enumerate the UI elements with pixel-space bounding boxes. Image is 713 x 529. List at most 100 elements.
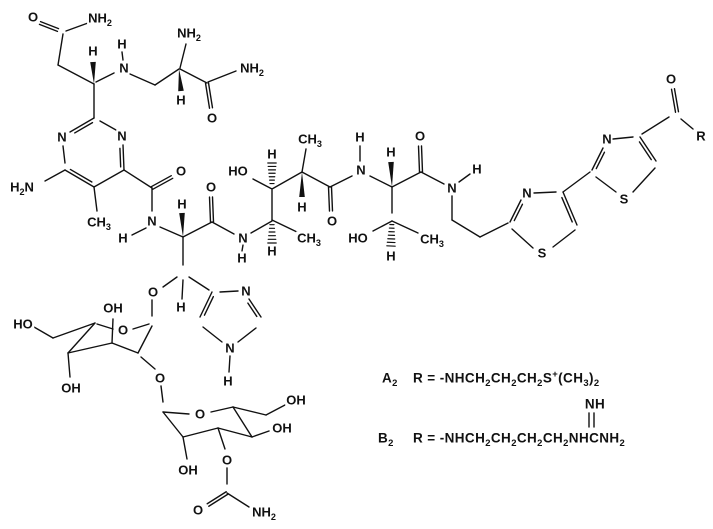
bond — [237, 327, 257, 343]
atom-label-n: N — [521, 185, 533, 201]
atom-label-h: H — [116, 36, 128, 52]
bond — [67, 352, 71, 378]
atom-label-o: O — [191, 502, 205, 518]
atom-label-ch3: CH3 — [296, 230, 322, 249]
atom-label-o: O — [413, 128, 427, 144]
bond — [327, 186, 331, 212]
wedge-bond — [178, 69, 184, 92]
bond — [247, 302, 258, 318]
bond — [137, 325, 153, 354]
bond — [140, 356, 156, 370]
atom-label-oh: OH — [60, 380, 82, 396]
bond — [93, 169, 125, 188]
bond — [96, 323, 114, 330]
wedge-bond — [388, 161, 394, 187]
bond — [513, 203, 524, 222]
bond — [181, 279, 184, 300]
atom-label-h: H — [266, 243, 278, 259]
bond — [211, 221, 235, 235]
bond — [479, 222, 509, 238]
bond — [639, 136, 657, 162]
atom-label-h: H — [354, 129, 366, 145]
atom-label-n: N — [56, 129, 68, 145]
atom-label-o: O — [220, 452, 234, 468]
bond — [67, 322, 96, 354]
atom-label-n: N — [601, 131, 613, 147]
atom-label-s: S — [618, 191, 630, 207]
bond — [552, 229, 576, 248]
bond — [509, 199, 522, 223]
bond — [420, 171, 445, 185]
bond — [673, 88, 680, 113]
bond — [207, 82, 214, 109]
bond — [62, 145, 66, 164]
bond — [119, 147, 122, 168]
bond — [111, 318, 114, 344]
atom-label-h: H — [175, 92, 187, 108]
bond — [33, 326, 54, 339]
atom-label-h: H — [117, 230, 129, 246]
bond — [591, 147, 604, 171]
bond — [219, 290, 239, 293]
bond — [159, 226, 184, 238]
atom-label-o: O — [146, 284, 160, 300]
bond — [122, 144, 125, 171]
bond — [641, 116, 670, 135]
bond — [74, 121, 94, 134]
bond — [329, 175, 353, 188]
atom-label-nh2: NH2 — [239, 60, 265, 79]
bond — [250, 220, 273, 234]
bond — [208, 493, 229, 507]
atom-label-n: N — [240, 283, 252, 299]
bond — [93, 186, 98, 212]
atom-label-ho: HO — [12, 316, 34, 332]
bond — [179, 43, 187, 69]
atom-label-h: H — [385, 248, 397, 264]
bond — [562, 171, 591, 193]
bond — [52, 322, 96, 339]
bond — [179, 68, 208, 84]
bond — [562, 191, 578, 226]
bond — [64, 169, 95, 188]
atom-label-h: H — [266, 146, 278, 162]
bond — [301, 148, 307, 173]
atom-label-o: O — [26, 9, 40, 25]
bond — [131, 227, 147, 236]
bond — [595, 151, 606, 170]
bond — [111, 342, 139, 354]
atom-label-o: O — [205, 110, 219, 126]
bond — [595, 176, 617, 193]
bond — [271, 219, 298, 233]
bond — [154, 68, 180, 86]
bond — [211, 196, 215, 223]
wedge-bond — [179, 212, 185, 237]
bond — [271, 171, 303, 190]
bond — [129, 73, 156, 86]
bond — [182, 436, 188, 460]
atom-label-h: H — [175, 299, 187, 315]
atom-label-n: N — [446, 180, 458, 196]
bond — [204, 82, 211, 109]
bond — [150, 174, 172, 188]
atom-label-o: O — [116, 322, 130, 338]
atom-label-h: H — [296, 199, 308, 215]
atom-label-h: H — [87, 43, 99, 59]
bond — [228, 355, 231, 373]
bond — [417, 145, 421, 173]
bond — [232, 406, 253, 438]
atom-label-o: O — [174, 163, 188, 179]
atom-label-ho: HO — [227, 163, 249, 179]
bond — [511, 228, 534, 249]
atom-label-nh2: NH2 — [176, 25, 202, 44]
atom-label-n: N — [118, 60, 130, 76]
atom-label-o: O — [193, 406, 207, 422]
bond — [670, 88, 677, 113]
bond — [612, 136, 634, 140]
bond — [251, 430, 270, 438]
atom-label-ch3: CH3 — [297, 131, 323, 150]
atom-label-o: O — [153, 370, 167, 386]
bond — [199, 291, 213, 318]
bond — [458, 173, 471, 183]
